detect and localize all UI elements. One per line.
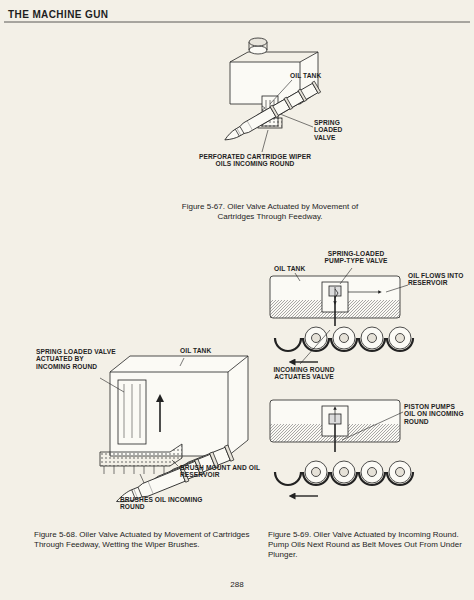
part-label: PERFORATED CARTRIDGE WIPER OILS INCOMING… [196,153,314,168]
figure-caption: Figure 5-67. Oiler Valve Actuated by Mov… [176,202,364,222]
belt-lower [275,461,413,485]
pump-reservoir-lower [270,400,400,452]
belt-upper [389,327,411,349]
part-label: OIL FLOWS INTO RESERVOIR [408,272,466,287]
page-number: 288 [217,581,257,590]
figure-caption: Figure 5-68. Oiler Valve Actuated by Mov… [34,530,256,550]
oil-tank-568 [159,398,161,432]
belt-lower [275,472,301,485]
feed-arrow [292,495,318,496]
pump-reservoir-lower [335,408,336,422]
cartridge [234,105,278,138]
part-label: SPRING LOADED VALVE [314,119,358,141]
figure-caption: Figure 5-69. Oiler Valve Actuated by Inc… [268,530,468,560]
part-label: INCOMING ROUND ACTUATES VALVE [262,366,346,381]
part-label: SPRING-LOADED PUMP-TYPE VALVE [320,250,392,265]
belt-upper [361,327,383,349]
oil-tank-568 [124,384,140,438]
belt-upper [396,334,405,343]
part-label: OIL TANK [180,347,230,354]
part-label: BRUSH MOUNT AND OIL RESERVOIR [180,464,260,479]
oil-tank-567 [249,38,267,46]
page-title: THE MACHINE GUN [8,9,108,20]
leader-lines-569a [295,268,408,364]
belt-upper [333,327,355,349]
cartridges [114,81,321,509]
pump-reservoir-upper [335,289,338,298]
belt-upper [340,334,349,343]
pump-reservoir-lower [334,424,336,452]
leader-lines-569a [386,285,408,292]
pump-reservoir-upper [335,287,336,303]
leader-lines-569a [300,330,330,364]
pump-reservoir-upper [348,292,380,293]
feed-arrow [292,361,318,362]
cartridge [222,107,276,144]
leader-lines-567 [262,130,268,152]
leader-lines-568 [180,358,184,366]
belt-upper [275,327,413,351]
belt-lower [368,468,377,477]
cartridge [222,105,279,145]
belt-lower [312,468,321,477]
oil-tank-568 [110,356,248,456]
illustration [100,38,413,496]
part-label: SPRING LOADED VALVE ACTUATED BY INCOMING… [36,348,118,370]
title-rule [4,22,470,23]
belt-lower [361,461,383,483]
cartridge [236,121,252,137]
oil-tank-567 [249,46,267,54]
part-label: OIL TANK [290,72,340,79]
oil-tank-568 [118,380,146,444]
oil-tank-567 [230,52,318,62]
leader-lines-568 [172,460,178,466]
belt-lower [340,468,349,477]
part-label: OIL TANK [274,265,314,272]
belt-upper [275,338,301,351]
leader-lines-569a [340,268,352,284]
part-label: BRUSHES OIL INCOMING ROUND [120,496,204,511]
belt-lower [305,461,327,483]
part-label: PISTON PUMPS OIL ON INCOMING ROUND [404,403,466,425]
belt-lower [396,468,405,477]
pump-reservoir-upper [270,276,400,326]
leader-lines-569a [295,273,300,281]
leader-lines-569b [342,412,403,440]
oil-tank-568 [110,356,248,456]
belt-upper [368,334,377,343]
oil-tank-568 [104,466,164,474]
leader-lines-569b [342,412,403,440]
belt-lower [389,461,411,483]
oil-tank-568 [100,444,182,466]
leader-lines-568 [100,378,124,392]
belt-upper [312,334,321,343]
belt-lower [333,461,355,483]
leader-lines-567 [280,114,313,127]
